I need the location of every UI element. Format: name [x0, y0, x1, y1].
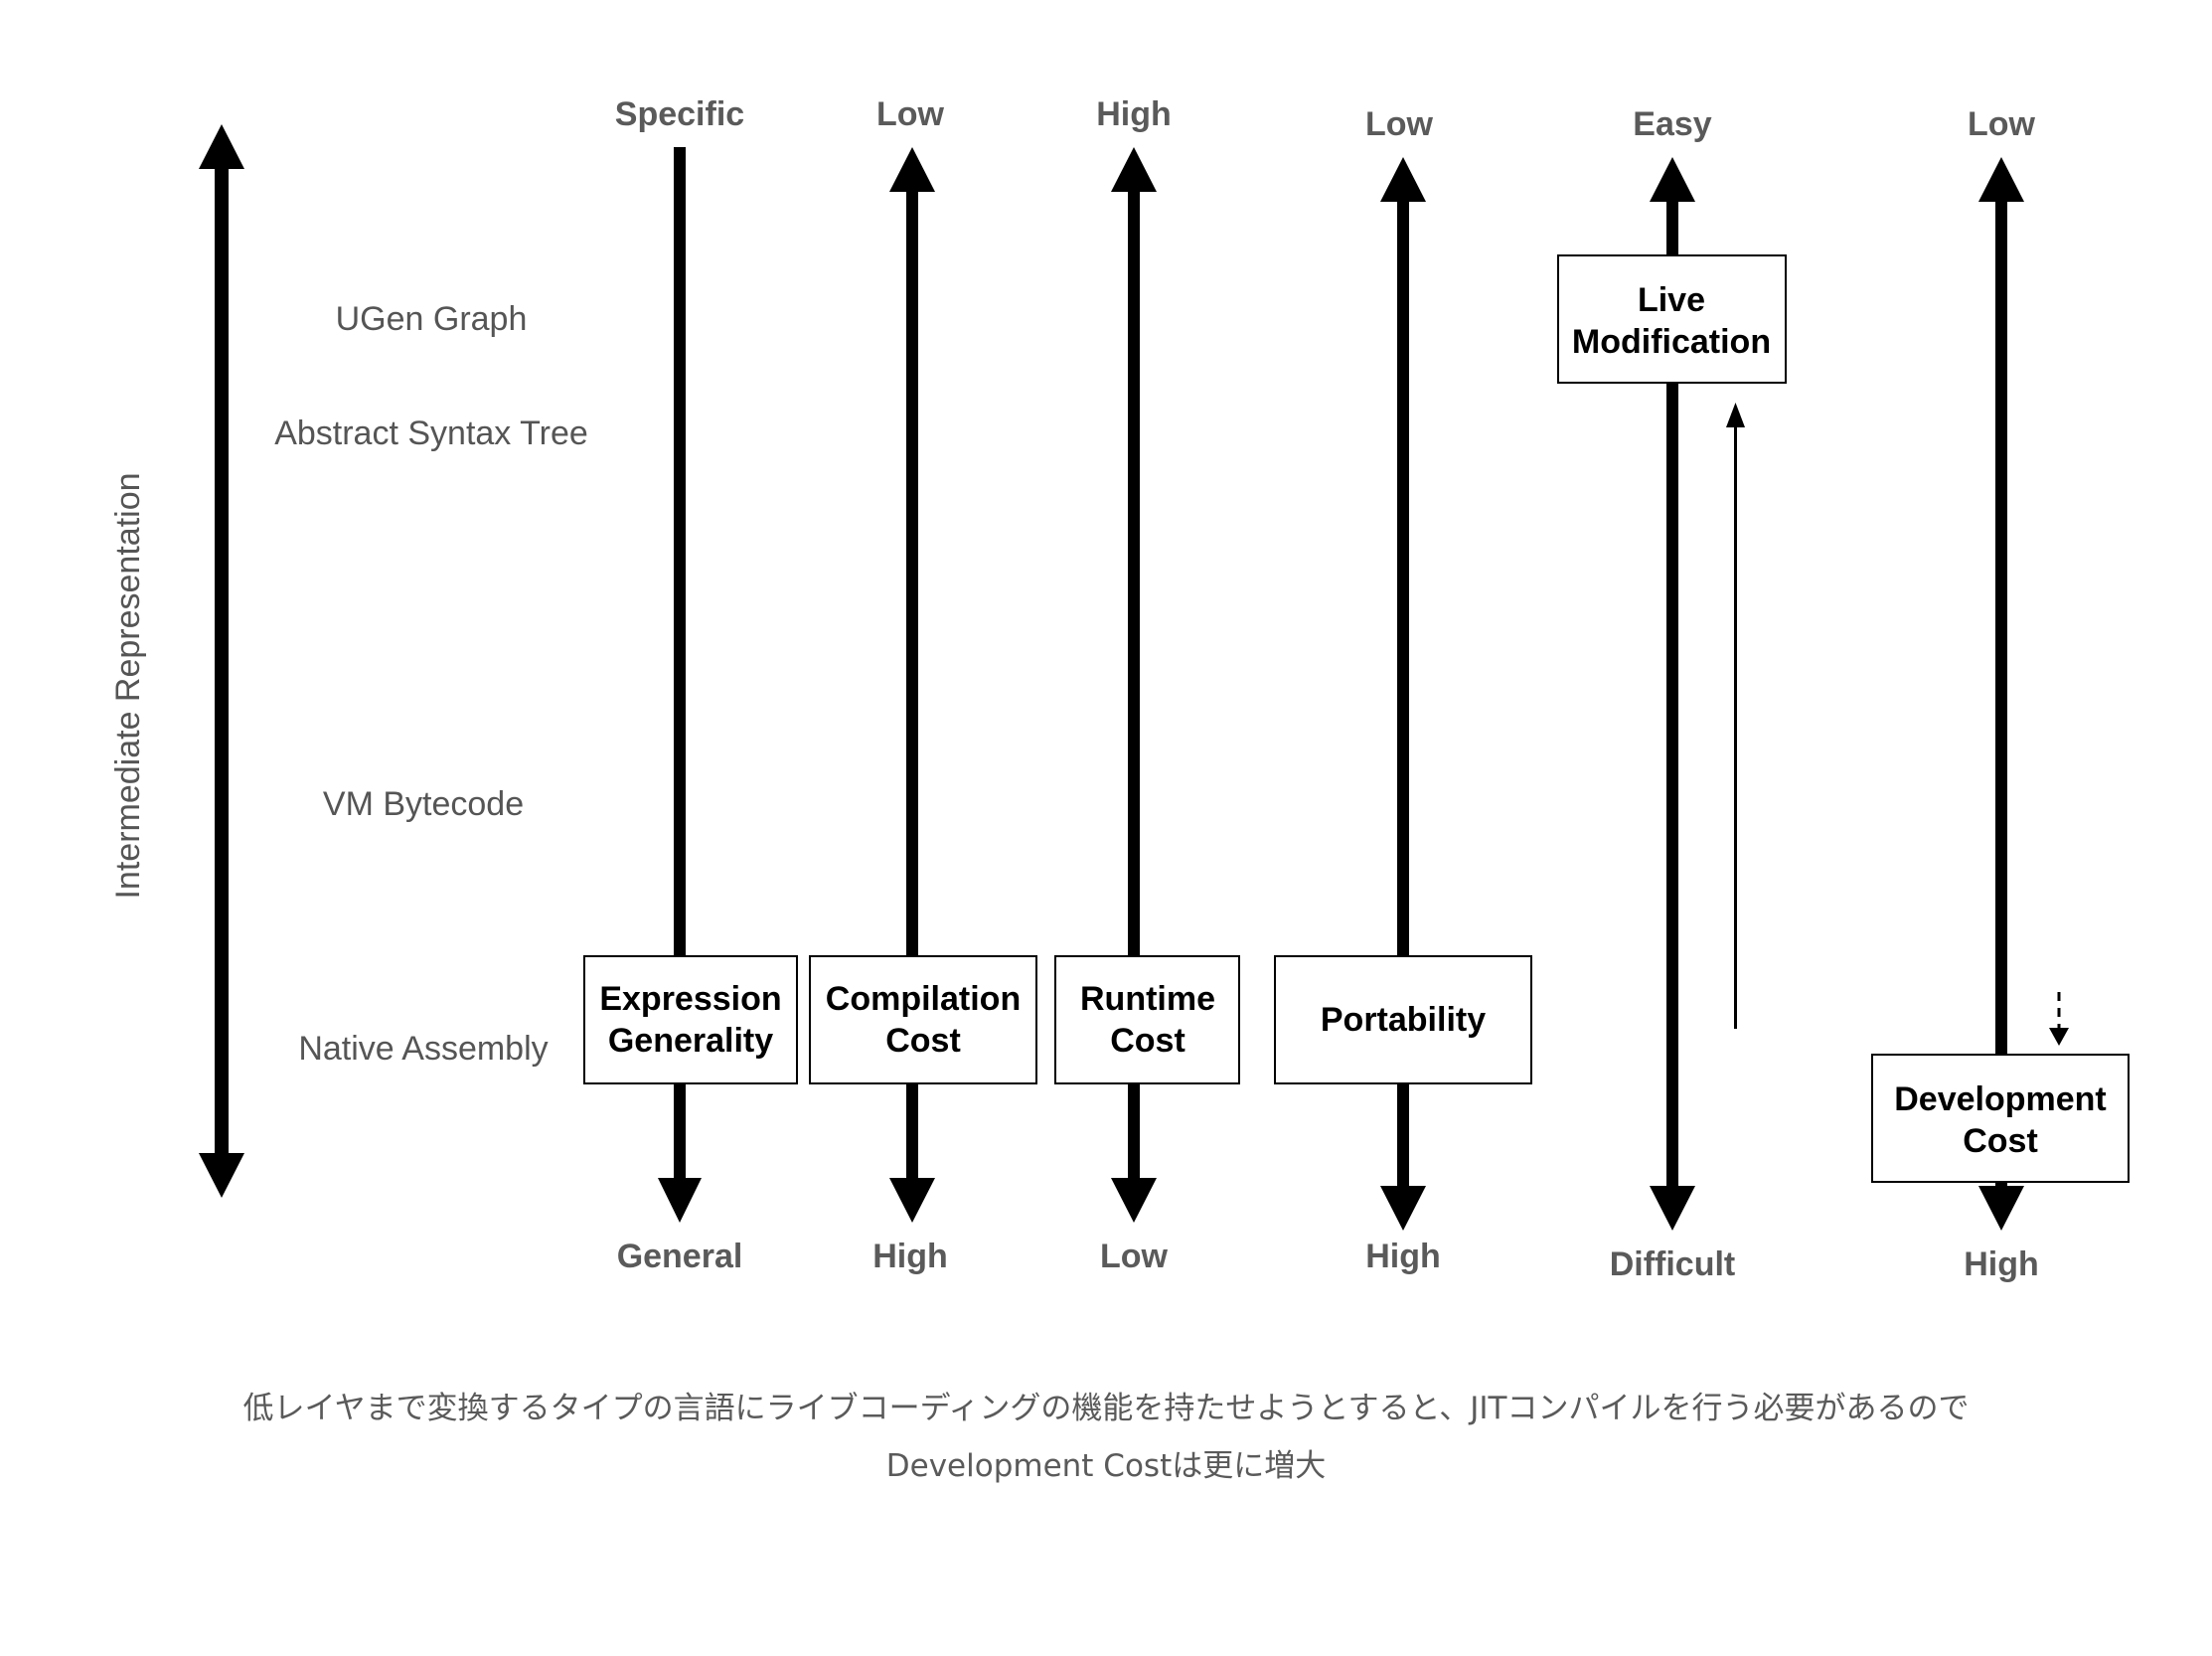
level-native-assembly: Native Assembly — [298, 1030, 548, 1068]
thin-up-arrow-head — [1726, 403, 1745, 427]
box-runtime-cost-line1: Runtime — [1080, 980, 1215, 1018]
bottom-label-portability: High — [1365, 1238, 1441, 1275]
box-live-modification-line2: Modification — [1572, 323, 1771, 361]
bottom-label-development-cost: High — [1964, 1245, 2039, 1283]
column-development-cost: Development Cost Low High — [1871, 105, 2130, 1283]
box-development-cost — [1871, 1054, 2130, 1183]
level-vm-bytecode: VM Bytecode — [323, 785, 524, 823]
top-label-compilation-cost: Low — [876, 95, 945, 133]
box-expression-generality-line1: Expression — [599, 980, 781, 1018]
caption: 低レイヤまで変換するタイプの言語にライブコーディングの機能を持たせようとすると、… — [0, 1380, 2212, 1495]
column-expression-generality: Expression Generality Specific General — [583, 95, 798, 1275]
box-expression-generality-line2: Generality — [608, 1022, 773, 1060]
column-portability: Portability Low High — [1274, 105, 1532, 1275]
column-live-modification: Live Modification Easy Difficult — [1557, 105, 1787, 1283]
level-abstract-syntax-tree: Abstract Syntax Tree — [274, 414, 588, 452]
box-live-modification-line1: Live — [1638, 281, 1705, 319]
caption-line-1: 低レイヤまで変換するタイプの言語にライブコーディングの機能を持たせようとすると、… — [242, 1391, 1970, 1426]
box-portability — [1274, 955, 1532, 1084]
bottom-label-live-modification: Difficult — [1610, 1245, 1736, 1283]
box-expression-generality — [583, 955, 798, 1084]
ir-axis — [199, 124, 244, 1198]
bottom-label-compilation-cost: High — [872, 1238, 948, 1275]
bottom-label-runtime-cost: Low — [1100, 1238, 1169, 1275]
box-compilation-cost-line1: Compilation — [826, 980, 1021, 1018]
thin-up-arrow-shaft — [1734, 422, 1737, 1029]
box-runtime-cost-line2: Cost — [1110, 1022, 1185, 1060]
top-label-development-cost: Low — [1968, 105, 2036, 143]
top-label-runtime-cost: High — [1096, 95, 1172, 133]
box-compilation-cost — [809, 955, 1037, 1084]
box-development-cost-line1: Development — [1894, 1080, 2107, 1118]
column-runtime-cost: Runtime Cost High Low — [1054, 95, 1240, 1275]
bottom-label-expression-generality: General — [617, 1238, 743, 1275]
top-label-expression-generality: Specific — [615, 95, 744, 133]
box-portability-line1: Portability — [1321, 1001, 1486, 1039]
ir-axis-label: Intermediate Representation — [109, 472, 147, 899]
box-live-modification — [1557, 254, 1787, 384]
dashed-down-arrow-head — [2049, 1028, 2069, 1046]
box-compilation-cost-line2: Cost — [885, 1022, 961, 1060]
box-development-cost-line2: Cost — [1963, 1122, 2038, 1160]
caption-line-2: Development Costは更に増大 — [885, 1448, 1327, 1484]
box-runtime-cost — [1054, 955, 1240, 1084]
level-ugen-graph: UGen Graph — [336, 300, 528, 338]
top-label-live-modification: Easy — [1633, 105, 1711, 143]
top-label-portability: Low — [1365, 105, 1434, 143]
column-compilation-cost: Compilation Cost Low High — [809, 95, 1037, 1275]
